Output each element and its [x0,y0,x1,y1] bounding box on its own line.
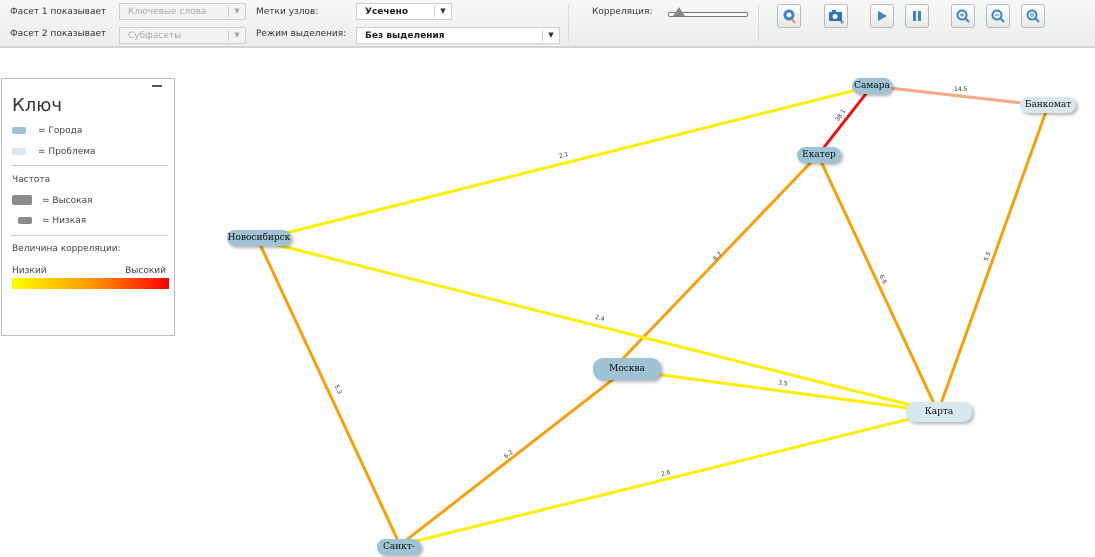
divider [758,4,759,42]
facet1-label: Фасет 1 показывает [10,7,107,17]
edge[interactable] [936,105,1050,413]
correlation-slider[interactable] [668,12,748,17]
play-button[interactable] [870,4,894,28]
edge[interactable] [816,154,940,413]
legend-low: = Низкая [42,216,87,226]
edge[interactable] [257,84,873,242]
divider [11,165,168,166]
legend-panel: Ключ = Города = Проблема Частота = Высок… [1,78,175,336]
node-bankomat[interactable]: Банкомат [1020,97,1076,113]
correlation-gradient [12,278,169,289]
find-button[interactable] [777,4,801,28]
correlation-title: Величина корреляции: [12,244,121,254]
facet2-select[interactable]: Субфасеты ▼ [119,27,246,44]
facet1-select[interactable]: Ключевые слова ▼ [119,3,246,20]
selection-mode-select[interactable]: Без выделения ▼ [356,27,560,44]
minimize-icon[interactable] [152,85,162,87]
legend-problem: = Проблема [38,147,96,157]
node-samara[interactable]: Самара [852,78,892,94]
zoom-fit-button[interactable] [1021,4,1045,28]
node-labels-label: Метки узлов: [256,7,319,17]
node-sankt[interactable]: Санкт- [377,539,421,555]
divider [568,4,569,42]
city-swatch [12,127,26,134]
low-label: Низкий [12,266,47,276]
legend-high: = Высокая [42,196,93,206]
chevron-down-icon: ▼ [228,30,245,41]
svg-text:+: + [839,18,844,24]
node-labels-select[interactable]: Усечено ▼ [356,3,452,20]
edge[interactable] [399,368,626,547]
snapshot-icon: + [829,10,844,24]
find-icon [783,9,796,24]
facet2-label: Фасет 2 показывает [10,29,107,39]
frequency-title: Частота [12,175,51,185]
node-karta[interactable]: Карта [906,402,972,422]
divider [11,235,168,236]
toolbar: Фасет 1 показывает Ключевые слова ▼ Фасе… [0,0,1095,48]
edge-label: 3.5 [777,379,788,388]
edge[interactable] [610,153,820,372]
edge-label: 14.5 [954,86,968,93]
low-swatch [18,217,32,224]
play-icon [878,11,887,21]
selection-mode-label: Режим выделения: [256,29,347,39]
zoom-fit-icon [1026,9,1040,23]
zoom-in-icon [956,9,970,23]
correlation-slider-thumb[interactable] [673,7,685,16]
high-swatch [12,195,32,205]
pause-icon [913,11,921,21]
zoom-out-icon [991,9,1005,23]
node-ekater[interactable]: Екатер [797,147,841,163]
edge[interactable] [256,239,402,546]
problem-swatch [12,148,26,155]
node-novosibirsk[interactable]: Новосибирск [227,230,291,246]
high-label: Высокий [125,266,166,276]
zoom-out-button[interactable] [986,4,1010,28]
chevron-down-icon: ▼ [542,30,559,41]
edge[interactable] [257,238,939,414]
edge[interactable] [871,84,1049,108]
zoom-in-button[interactable] [951,4,975,28]
snapshot-button[interactable]: + [824,4,848,28]
pause-button[interactable] [905,4,929,28]
node-moskva[interactable]: Москва [593,358,661,380]
edge[interactable] [816,85,874,156]
legend-title: Ключ [12,95,63,116]
edge[interactable] [624,368,939,414]
chevron-down-icon: ▼ [228,6,245,17]
edge[interactable] [399,410,939,547]
chevron-down-icon: ▼ [434,6,451,17]
legend-cities: = Города [38,126,83,136]
correlation-label: Корреляция: [592,7,653,17]
